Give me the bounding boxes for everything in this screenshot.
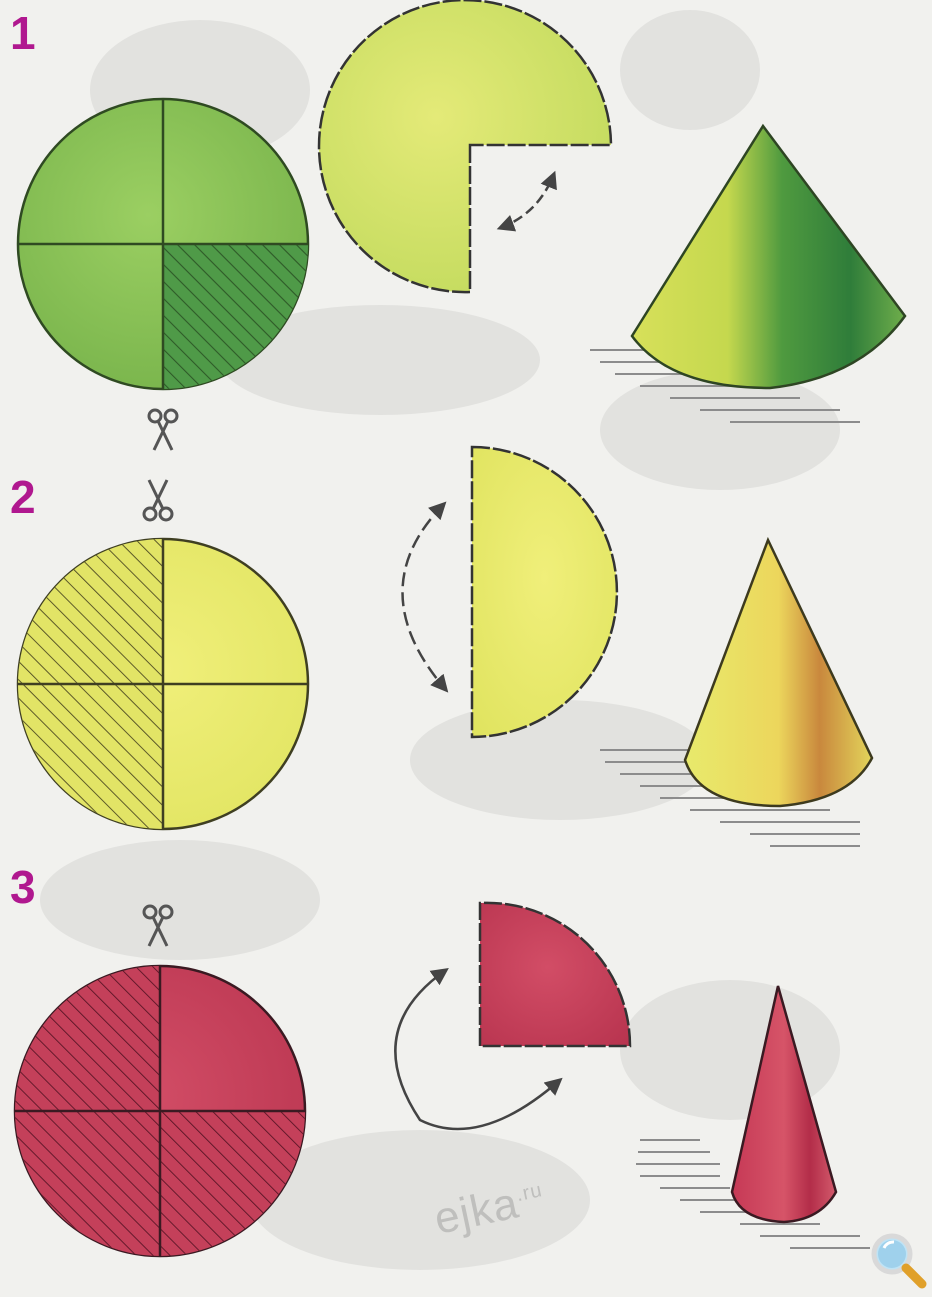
step-number-2: 2 (10, 474, 36, 520)
scissors-icon (149, 410, 177, 450)
watermark-suffix: .ru (514, 1179, 544, 1206)
curved-double-arrow-icon (402, 504, 446, 690)
quarter-sector (480, 903, 630, 1046)
cone-green (580, 126, 932, 422)
circle-quartered-red (15, 966, 305, 1256)
half-circle-sector (472, 447, 617, 737)
step-number-1: 1 (10, 10, 36, 56)
step-number-3: 3 (10, 864, 36, 910)
circle-quartered-green (18, 99, 308, 389)
curved-double-arrow-icon (500, 174, 554, 228)
scissors-icon (144, 480, 172, 520)
zoom-button[interactable] (866, 1228, 930, 1292)
three-quarter-sector (319, 0, 611, 292)
circle-quartered-yellow (18, 539, 308, 829)
magnifier-icon (866, 1228, 930, 1292)
